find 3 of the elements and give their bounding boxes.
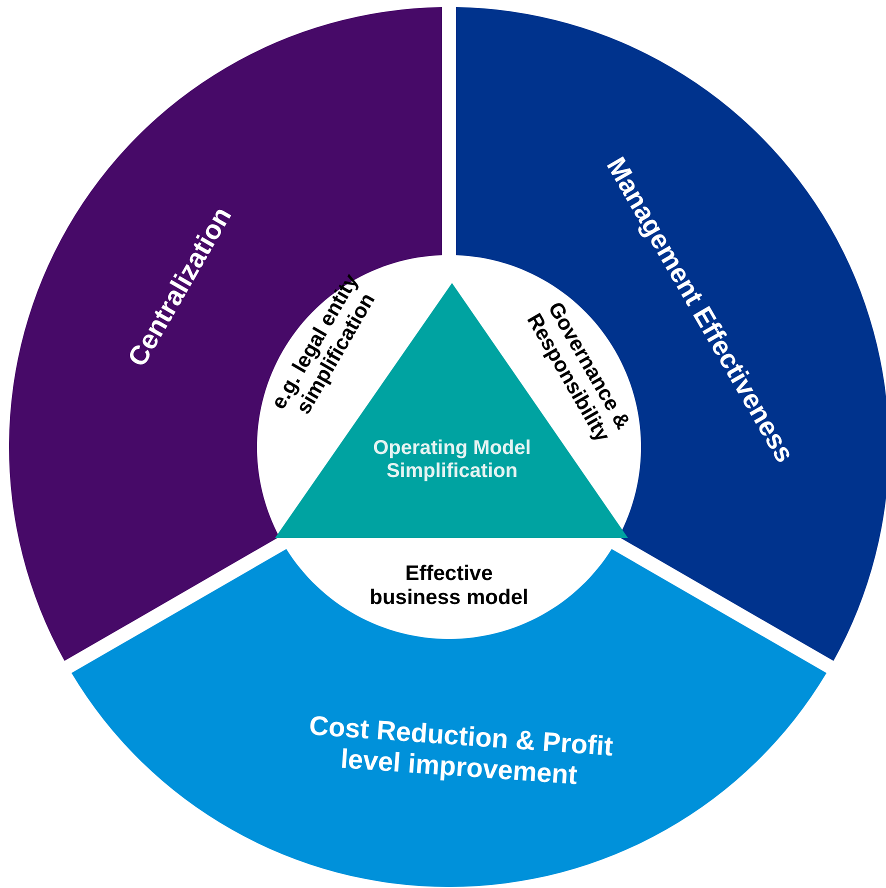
center-title: Operating Model Simplification <box>372 437 531 483</box>
segment-label: Cost Reduction & Profit level improvement <box>307 709 616 792</box>
inner-label: Effective business model <box>368 562 530 610</box>
